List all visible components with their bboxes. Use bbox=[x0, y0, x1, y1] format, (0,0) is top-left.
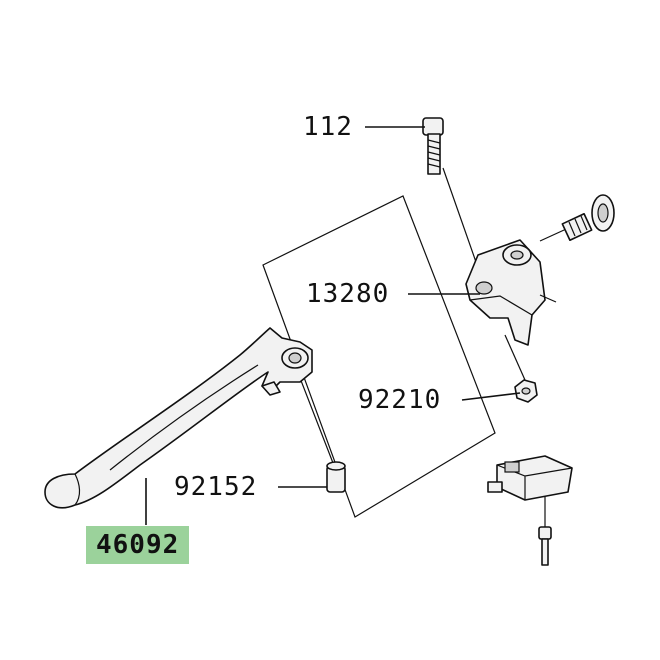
nut-92210 bbox=[514, 379, 538, 403]
clutch-lever-part-number: 46092 bbox=[86, 526, 190, 564]
lever-holder-13280 bbox=[465, 239, 557, 346]
clutch-lever-46092 bbox=[44, 327, 313, 509]
collar-92152 bbox=[326, 461, 346, 493]
nut-guide-line bbox=[504, 334, 526, 381]
collar-guide-line bbox=[299, 377, 334, 464]
cable-adjuster bbox=[561, 194, 615, 242]
bolt-part-number: 112 bbox=[303, 112, 353, 142]
bolt-112 bbox=[422, 117, 444, 175]
nut-leader bbox=[461, 392, 521, 401]
switch-screw bbox=[538, 526, 552, 566]
assembly-outline bbox=[262, 195, 496, 518]
nut-part-number: 92210 bbox=[358, 385, 442, 415]
collar-part-number: 92152 bbox=[174, 472, 258, 502]
lever-holder-part-number: 13280 bbox=[306, 279, 390, 309]
clutch-switch bbox=[487, 455, 573, 501]
